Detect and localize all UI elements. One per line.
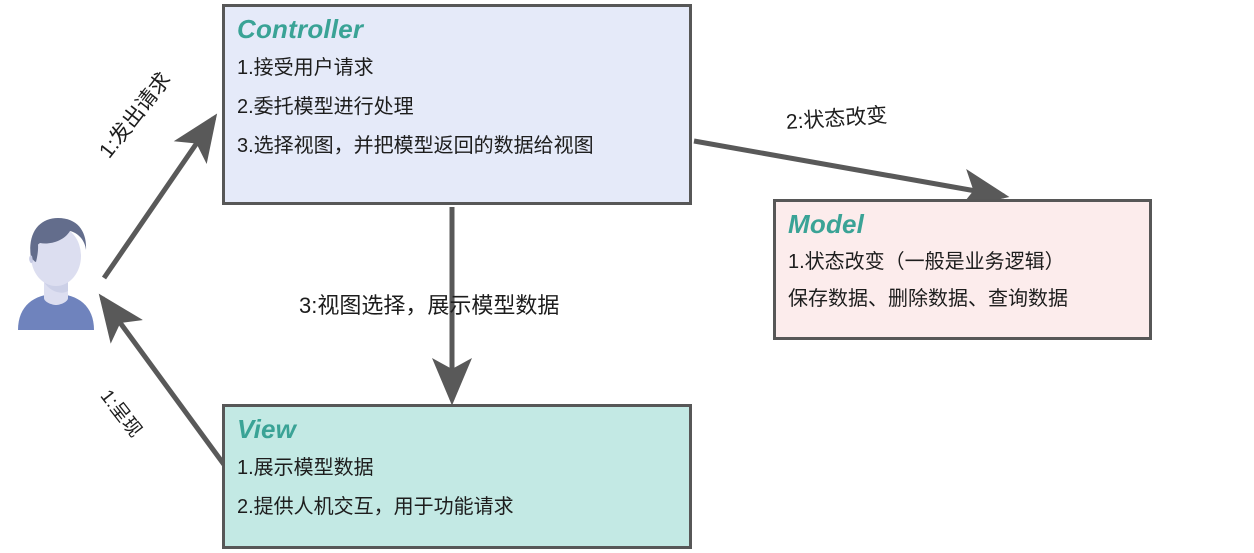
model-line-2: 保存数据、删除数据、查询数据 [788,287,1068,310]
view-line-1: 1.展示模型数据 [237,456,374,479]
controller-line-1: 1.接受用户请求 [237,56,374,79]
arrow-controller-to-model [693,138,1010,209]
controller-box: Controller 1.接受用户请求 2.委托模型进行处理 3.选择视图，并把… [222,4,692,205]
model-line-1: 1.状态改变（一般是业务逻辑） [788,250,1065,273]
arrow-label-controller-to-view: 3:视图选择，展示模型数据 [299,293,560,318]
controller-line-3: 3.选择视图，并把模型返回的数据给视图 [237,134,594,157]
user-avatar-icon [18,218,94,330]
view-line-2: 2.提供人机交互，用于功能请求 [237,495,514,518]
model-box: Model 1.状态改变（一般是业务逻辑） 保存数据、删除数据、查询数据 [773,199,1152,340]
view-box: View 1.展示模型数据 2.提供人机交互，用于功能请求 [222,404,692,549]
arrow-user-to-controller [101,113,218,280]
controller-title: Controller [237,14,364,44]
arrow-view-to-user [98,293,231,472]
model-title: Model [788,209,865,239]
view-title: View [237,414,297,444]
controller-line-2: 2.委托模型进行处理 [237,95,414,118]
